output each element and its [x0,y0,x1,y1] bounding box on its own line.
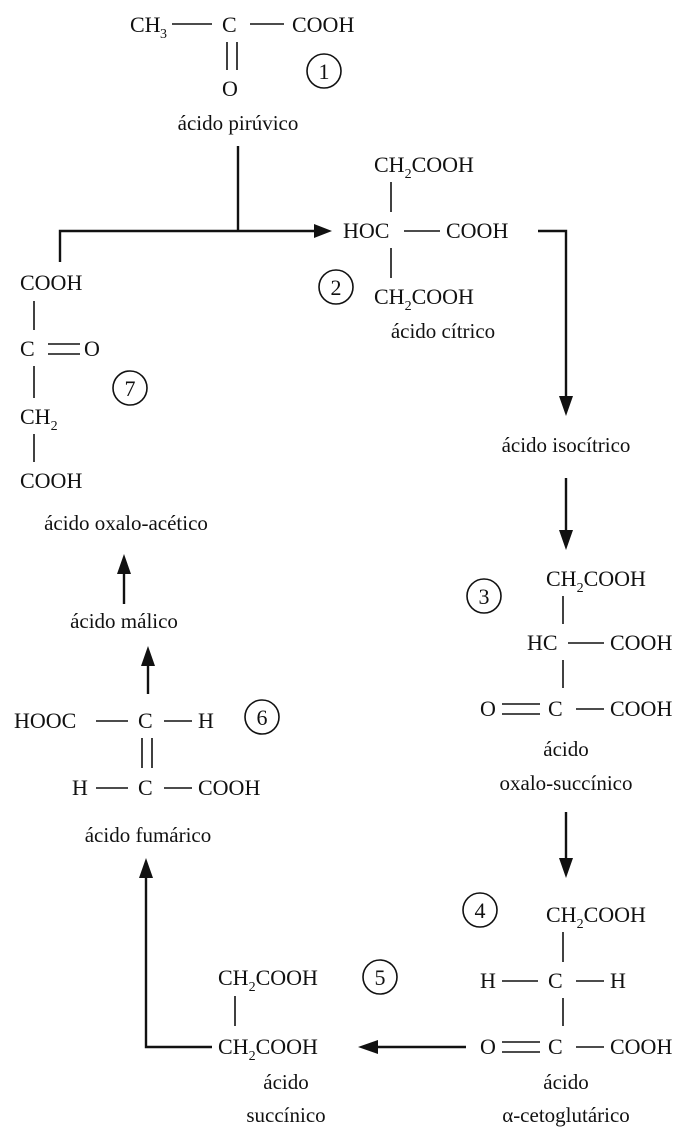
arrow-fumaric-to-malic [141,646,155,694]
atom-hooc: HOOC [14,708,76,733]
step-number: 2 [331,275,342,300]
atom-c: C [138,775,153,800]
step-badge-7: 7 [112,370,148,406]
atom-oxygen: O [480,696,496,721]
label-cetoglutarico-line2: α-cetoglutárico [502,1103,630,1127]
oxaloacetic-acid-structure: COOH C O CH2 COOH [20,270,100,493]
step-badge-5: 5 [362,959,398,995]
pyruvic-acid-structure: CH 3 C COOH O [130,12,354,101]
step-number: 7 [125,376,136,401]
fumaric-acid-structure: HOOC C H H C COOH [14,708,260,800]
step-number: 4 [475,898,486,923]
atom-ch2cooh-top: CH2COOH [374,152,474,182]
label-oxalo-acetico: ácido oxalo-acético [44,511,208,535]
label-isocitrico: ácido isocítrico [502,433,631,457]
atom-h: H [72,775,88,800]
atom-cooh: COOH [198,775,260,800]
step-number: 3 [479,584,490,609]
atom-cooh: COOH [292,12,354,37]
subscript-3: 3 [160,27,167,42]
atom-h: H [198,708,214,733]
atom-cooh: COOH [446,218,508,243]
atom-ch2cooh-bottom: CH2COOH [218,1034,318,1064]
label-citrico: ácido cítrico [391,319,495,343]
label-malico: ácido málico [70,609,178,633]
arrow-malic-to-oxaloacetic [117,554,131,604]
atom-oxygen: O [480,1034,496,1059]
atom-cooh: COOH [610,696,672,721]
succinic-acid-structure: CH2COOH CH2COOH [218,965,318,1064]
atom-h-left: H [480,968,496,993]
atom-c: C [138,708,153,733]
arrow-ketoglutaric-to-succinic [358,1040,466,1054]
atom-cooh: COOH [610,630,672,655]
atom-carbonyl-c: C [222,12,237,37]
atom-h-right: H [610,968,626,993]
atom-hoc: HOC [343,218,389,243]
arrow-isocitric-to-oxalosuccinic [559,478,573,550]
label-fumarico: ácido fumárico [85,823,212,847]
step-badge-6: 6 [244,699,280,735]
step-badge-3: 3 [466,578,502,614]
atom-ch2cooh-bottom: CH2COOH [374,284,474,314]
arrow-succinic-to-fumaric [139,858,212,1049]
atom-cooh-bottom: COOH [20,468,82,493]
atom-oxygen: O [84,336,100,361]
atom-ch2cooh-top: CH2COOH [218,965,318,995]
ketoglutaric-acid-structure: CH2COOH H C H O C COOH [480,902,672,1059]
step-number: 5 [375,965,386,990]
citric-acid-structure: CH2COOH HOC COOH CH2COOH [343,152,508,314]
atom-c: C [548,696,563,721]
step-badge-1: 1 [306,53,342,89]
atom-hc: HC [527,630,558,655]
atom-ch3: CH [130,12,161,37]
label-succinico-line2: succínico [246,1103,325,1127]
arrow-citric-to-isocitric [538,229,573,416]
atom-ch2: CH2 [20,404,58,434]
atom-cooh: COOH [610,1034,672,1059]
atom-ch2cooh: CH2COOH [546,902,646,932]
arrow-oxalosuccinic-to-ketoglutaric [559,812,573,878]
oxalosuccinic-acid-structure: CH2COOH HC COOH O C COOH [480,566,672,721]
step-number: 1 [319,59,330,84]
atom-c: C [20,336,35,361]
step-number: 6 [257,705,268,730]
atom-ch2cooh: CH2COOH [546,566,646,596]
atom-oxygen: O [222,76,238,101]
step-badge-4: 4 [462,892,498,928]
atom-c: C [548,968,563,993]
atom-cooh-top: COOH [20,270,82,295]
atom-c: C [548,1034,563,1059]
label-piruvico: ácido pirúvico [178,111,299,135]
step-badge-2: 2 [318,269,354,305]
label-cetoglutarico-line1: ácido [543,1070,588,1094]
label-oxalo-succinico-line1: ácido [543,737,588,761]
label-succinico-line1: ácido [263,1070,308,1094]
label-oxalo-succinico-line2: oxalo-succínico [500,771,633,795]
arrow-to-citric-acid [58,146,332,262]
